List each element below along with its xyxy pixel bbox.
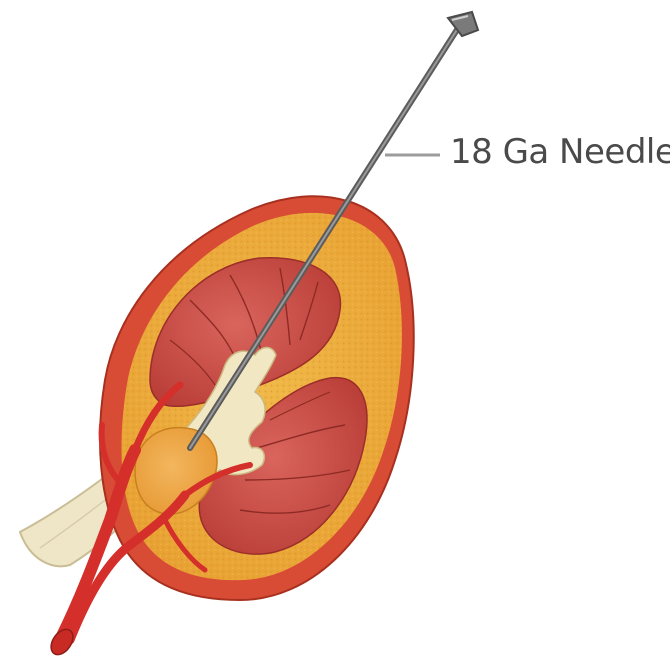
needle-label: 18 Ga Needle (450, 132, 670, 172)
